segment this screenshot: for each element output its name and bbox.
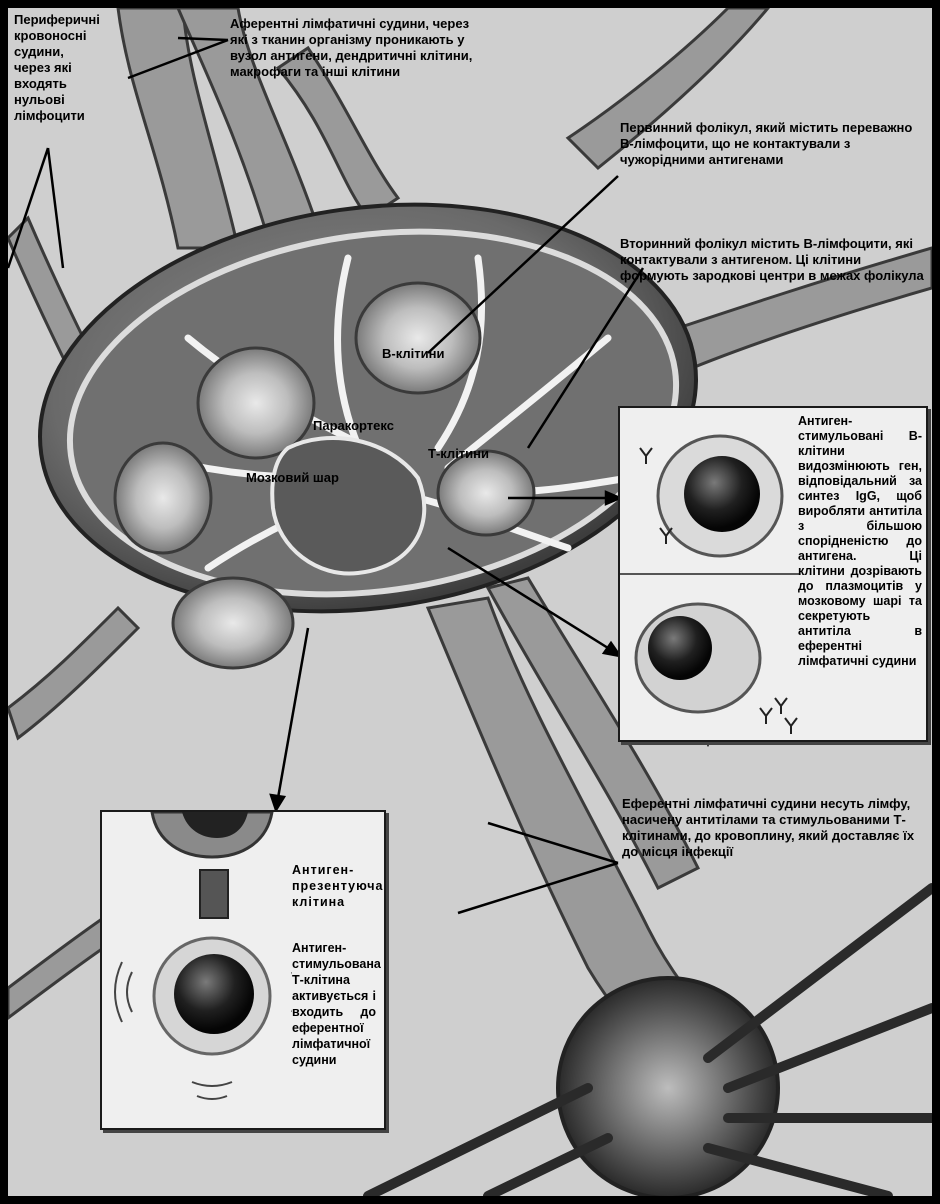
diagram-frame: Периферичні кровоносні судини, через які… — [8, 8, 932, 1196]
b-cell-nucleus — [684, 456, 760, 532]
vessel-left-lower — [8, 608, 138, 738]
medulla-region — [272, 438, 424, 574]
plasma-cell-nucleus — [648, 616, 712, 680]
medulla-label: Мозковий шар — [246, 470, 339, 486]
secondary-follicle-label: Вторинний фолікул містить В-лімфоцити, я… — [620, 236, 930, 284]
follicle-upper-left — [198, 348, 314, 458]
paracortex-label: Паракортекс — [313, 418, 394, 434]
receptor-complex — [200, 870, 228, 918]
t-cell-inset-art — [102, 812, 292, 1128]
t-cell-nucleus — [174, 954, 254, 1034]
efferent-vessels-label: Еферентні лімфатичні судини несуть лімфу… — [622, 796, 922, 860]
primary-follicle-label: Первинний фолікул, який містить переважн… — [620, 120, 920, 168]
b-cells-label: В-клітини — [382, 346, 444, 362]
apc-label: Антиген-презентуюча клітина — [292, 862, 376, 910]
t-cell-activation-label: Антиген-стимульована Т-клітина активуєть… — [292, 940, 376, 1068]
b-cell-process-label: Антиген-стимульовані В-клітини видозміню… — [798, 414, 922, 669]
follicle-right — [438, 451, 534, 535]
b-cell-inset-panel: Антиген-стимульовані В-клітини видозміню… — [618, 406, 928, 742]
follicle-upper-right — [356, 283, 480, 393]
t-cell-inset-panel: Антиген-презентуюча клітина Антиген-стим… — [100, 810, 386, 1130]
peripheral-vessels-label: Периферичні кровоносні судини, через які… — [14, 12, 94, 124]
afferent-vessels-label: Аферентні лімфатичні судини, через які з… — [230, 16, 490, 80]
b-cell-inset-art — [620, 408, 800, 740]
t-cells-label: Т-клітини — [428, 446, 489, 462]
follicle-left — [115, 443, 211, 553]
follicle-bottom — [173, 578, 293, 668]
